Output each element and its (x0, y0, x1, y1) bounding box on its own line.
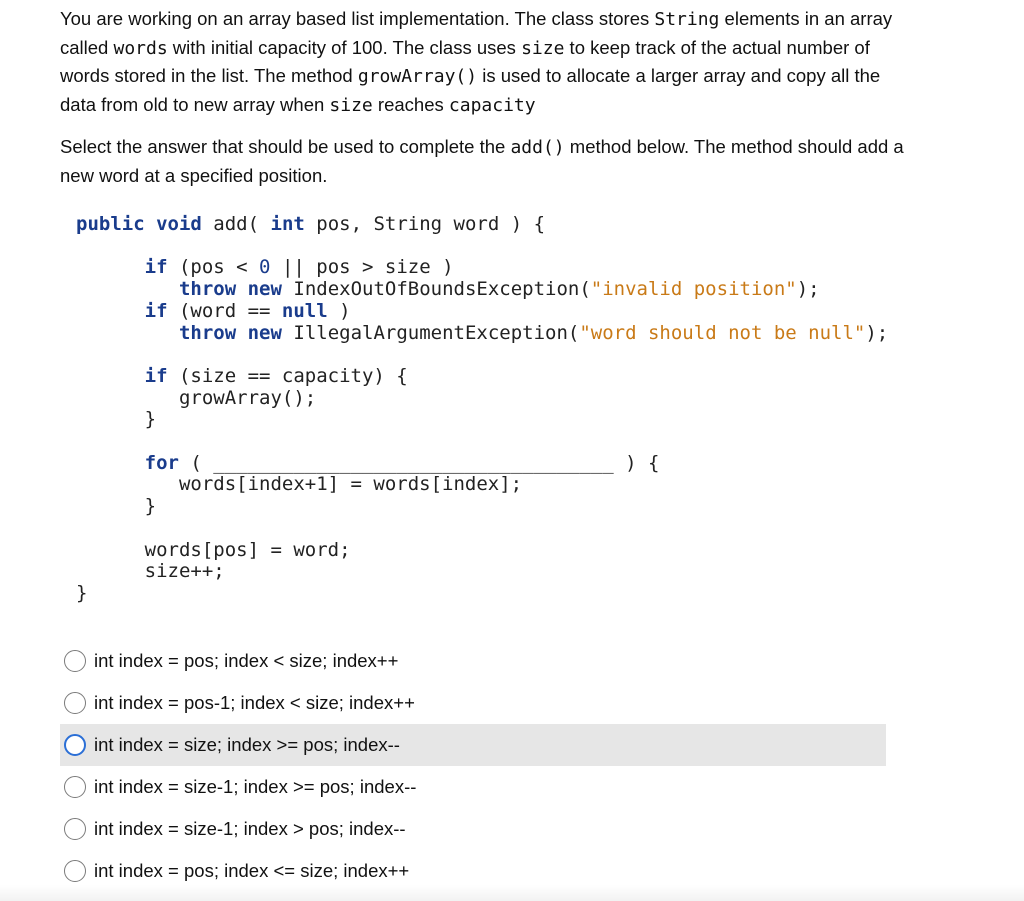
code-text: words[pos] = word; (144, 538, 351, 561)
code-string: "word should not be null" (579, 321, 866, 344)
code-text: (size == capacity) { (167, 364, 408, 387)
code-text: } (144, 408, 157, 431)
code-text: pos, String word ) { (304, 213, 546, 235)
code-text: ); (865, 321, 889, 344)
prompt-text: Select the answer that should be used to… (60, 136, 511, 157)
code-text: growArray(); (178, 386, 317, 409)
answer-option-1[interactable]: int index = pos; index < size; index++ (60, 640, 886, 682)
code-text: ) { (613, 451, 660, 474)
code-keyword: if (144, 364, 168, 387)
radio-button[interactable] (64, 860, 86, 882)
code-keyword: new (247, 278, 282, 301)
code-keyword: for (144, 451, 179, 474)
answer-option-2[interactable]: int index = pos-1; index < size; index++ (60, 682, 886, 724)
code-keyword: void (156, 213, 202, 235)
answer-label[interactable]: int index = pos; index <= size; index++ (94, 860, 410, 881)
code-text: ( (178, 451, 214, 474)
code-keyword: throw (178, 278, 237, 301)
inline-code: size (329, 94, 373, 116)
code-text: ); (796, 278, 820, 301)
code-text: } (144, 495, 157, 518)
code-block: public void add( int pos, String word ) … (76, 213, 889, 605)
intro-text: You are working on an array based list i… (60, 8, 655, 29)
radio-button[interactable] (64, 776, 86, 798)
radio-button[interactable] (64, 734, 86, 756)
code-text: ) (327, 299, 351, 322)
question-intro: You are working on an array based list i… (60, 5, 910, 119)
answer-option-6[interactable]: int index = pos; index <= size; index++ (60, 850, 886, 892)
code-keyword: new (247, 321, 282, 344)
code-text: add( (201, 213, 271, 235)
answer-label[interactable]: int index = size-1; index > pos; index-- (94, 818, 406, 839)
code-string: "invalid position" (590, 278, 797, 301)
inline-code: growArray() (357, 66, 478, 87)
code-text: words[index+1] = words[index]; (178, 473, 523, 496)
answer-options: int index = pos; index < size; index++ i… (60, 640, 886, 892)
code-text: IndexOutOfBoundsException( (281, 278, 591, 301)
code-text: size++; (144, 560, 225, 583)
code-keyword: throw (178, 321, 237, 344)
answer-label[interactable]: int index = pos-1; index < size; index++ (94, 692, 415, 713)
code-text: || pos > size ) (270, 256, 454, 279)
prompt-text: method below. The method should add a ne… (60, 136, 904, 186)
inline-code: words (113, 37, 168, 59)
inline-code: capacity (448, 94, 536, 116)
code-keyword: if (144, 299, 168, 322)
answer-label[interactable]: int index = pos; index < size; index++ (94, 650, 399, 671)
inline-code: String (654, 9, 720, 30)
inline-code: size (521, 37, 565, 59)
radio-button[interactable] (64, 818, 86, 840)
code-text: (pos < (167, 256, 260, 279)
code-keyword: int (270, 213, 305, 235)
intro-text: with initial capacity of 100. The class … (167, 36, 522, 58)
code-text: (word == (167, 299, 282, 322)
code-text: IllegalArgumentException( (281, 321, 580, 344)
code-number: 0 (259, 256, 271, 279)
answer-option-3[interactable]: int index = size; index >= pos; index-- (60, 724, 886, 766)
answer-label[interactable]: int index = size; index >= pos; index-- (94, 734, 400, 755)
inline-code: add() (510, 137, 565, 158)
code-blank: ___________________________________ (213, 451, 614, 474)
intro-text: reaches (372, 93, 449, 115)
intro-text: to keep track of the actual number of wo… (60, 36, 870, 87)
answer-label[interactable]: int index = size-1; index >= pos; index-… (94, 776, 417, 797)
question-prompt: Select the answer that should be used to… (60, 133, 910, 189)
intro-text: elements in an array called (60, 8, 893, 58)
page-bottom-edge (0, 885, 1024, 901)
code-keyword: if (144, 256, 168, 279)
answer-option-4[interactable]: int index = size-1; index >= pos; index-… (60, 766, 886, 808)
code-text: } (76, 581, 88, 604)
intro-text: is used to allocate a larger array and c… (60, 65, 881, 115)
radio-button[interactable] (64, 692, 86, 714)
radio-button[interactable] (64, 650, 86, 672)
code-keyword: public (76, 213, 145, 235)
code-keyword: null (281, 299, 328, 322)
answer-option-5[interactable]: int index = size-1; index > pos; index-- (60, 808, 886, 850)
